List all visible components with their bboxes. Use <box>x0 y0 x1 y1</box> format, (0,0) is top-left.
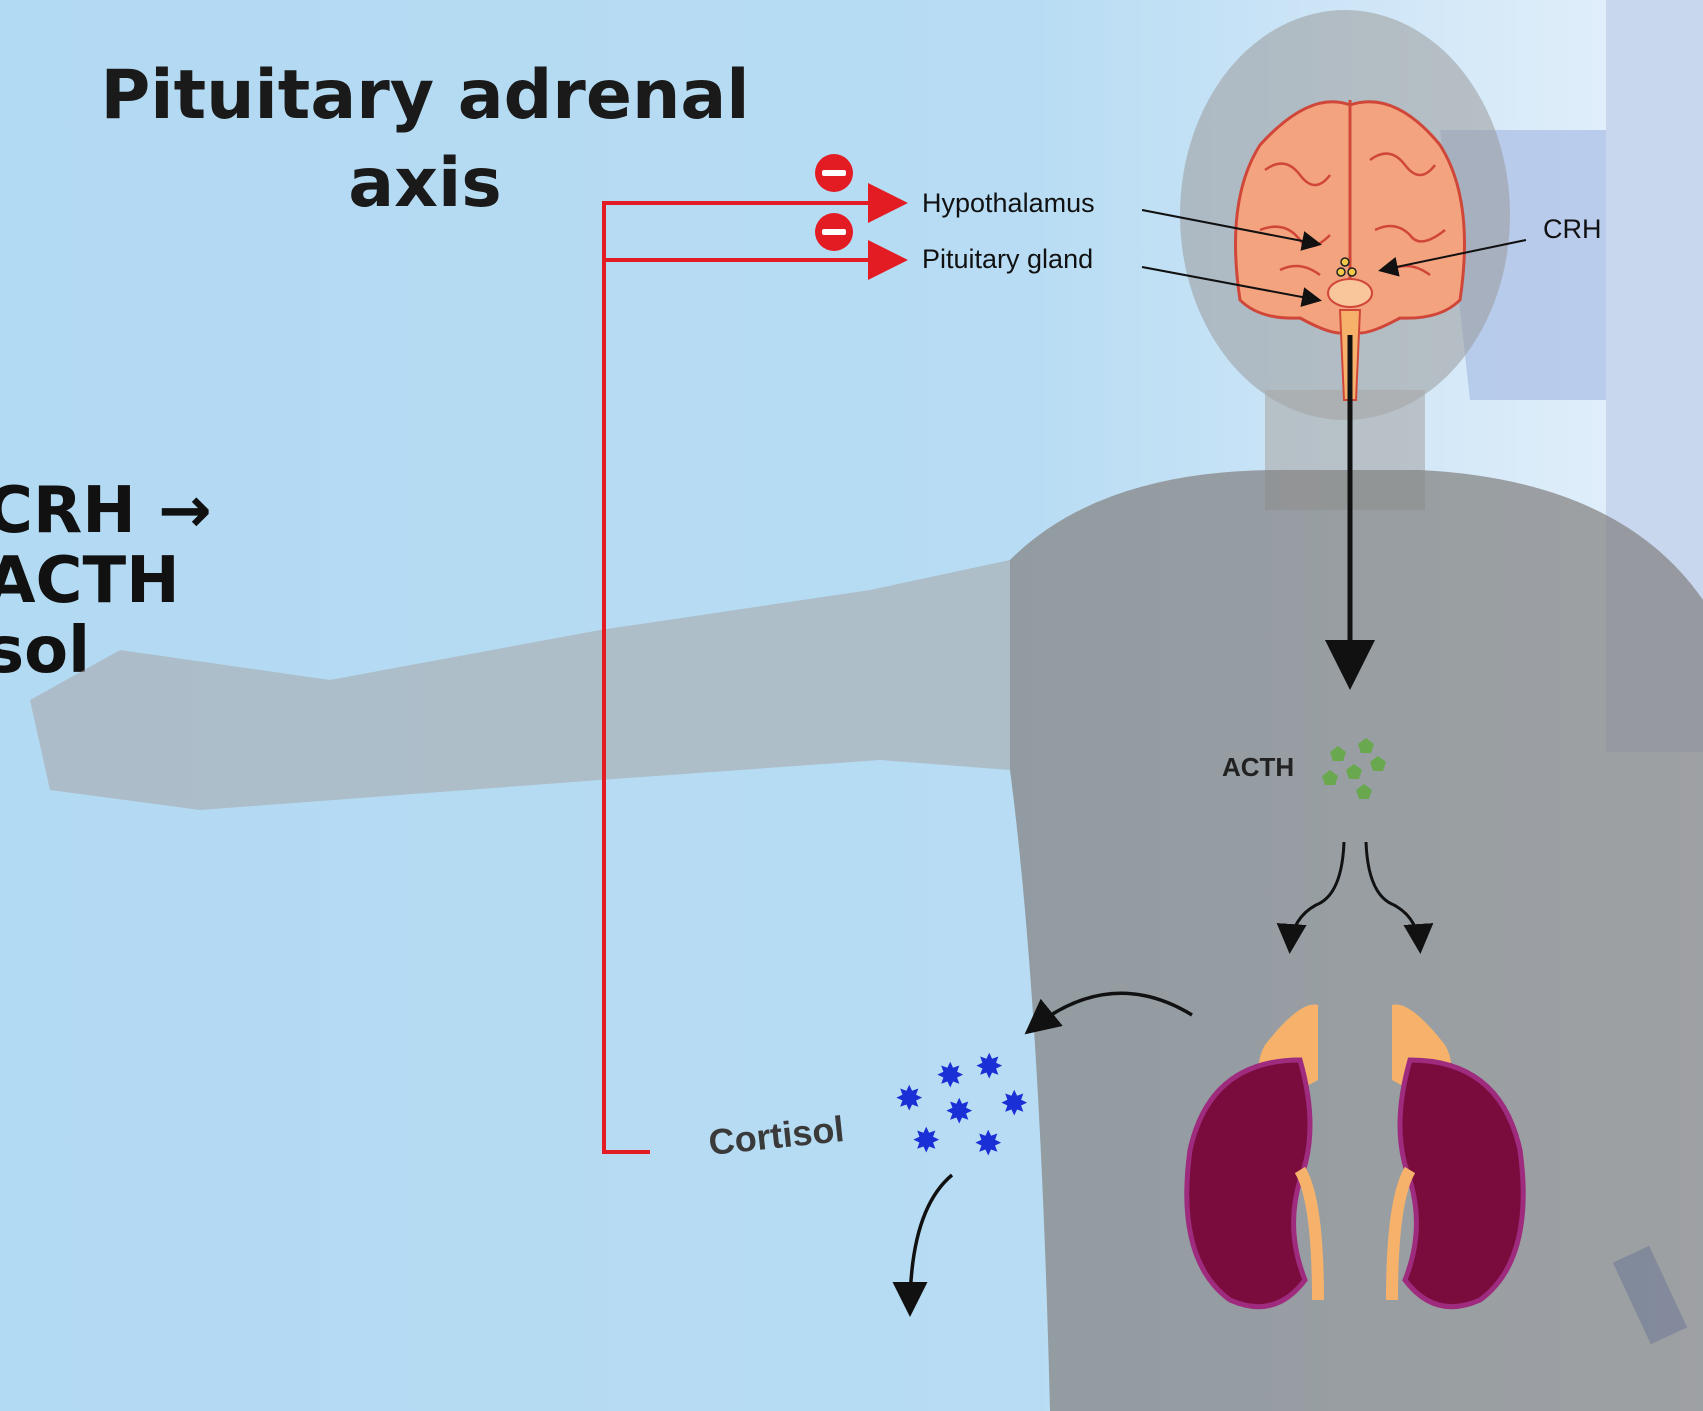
svg-text:✸: ✸ <box>936 1056 965 1096</box>
cortisol-molecules-icon: ✸ ✸ ✸ ✸ ✸ ✸ ✸ <box>895 1047 1029 1164</box>
svg-text:✸: ✸ <box>912 1121 941 1161</box>
hypothalamus-label: Hypothalamus <box>922 188 1095 218</box>
svg-text:✸: ✸ <box>1000 1084 1029 1124</box>
pituitary-label: Pituitary gland <box>922 244 1093 274</box>
svg-text:✸: ✸ <box>974 1124 1003 1164</box>
svg-text:✸: ✸ <box>975 1047 1004 1087</box>
crh-label: CRH <box>1543 214 1602 244</box>
svg-text:✸: ✸ <box>945 1092 974 1132</box>
svg-text:✸: ✸ <box>895 1079 924 1119</box>
minus-circle-icon <box>815 213 853 251</box>
minus-circle-icon <box>815 154 853 192</box>
acth-label: ACTH <box>1222 752 1294 782</box>
cortisol-label: Cortisol <box>707 1108 847 1163</box>
